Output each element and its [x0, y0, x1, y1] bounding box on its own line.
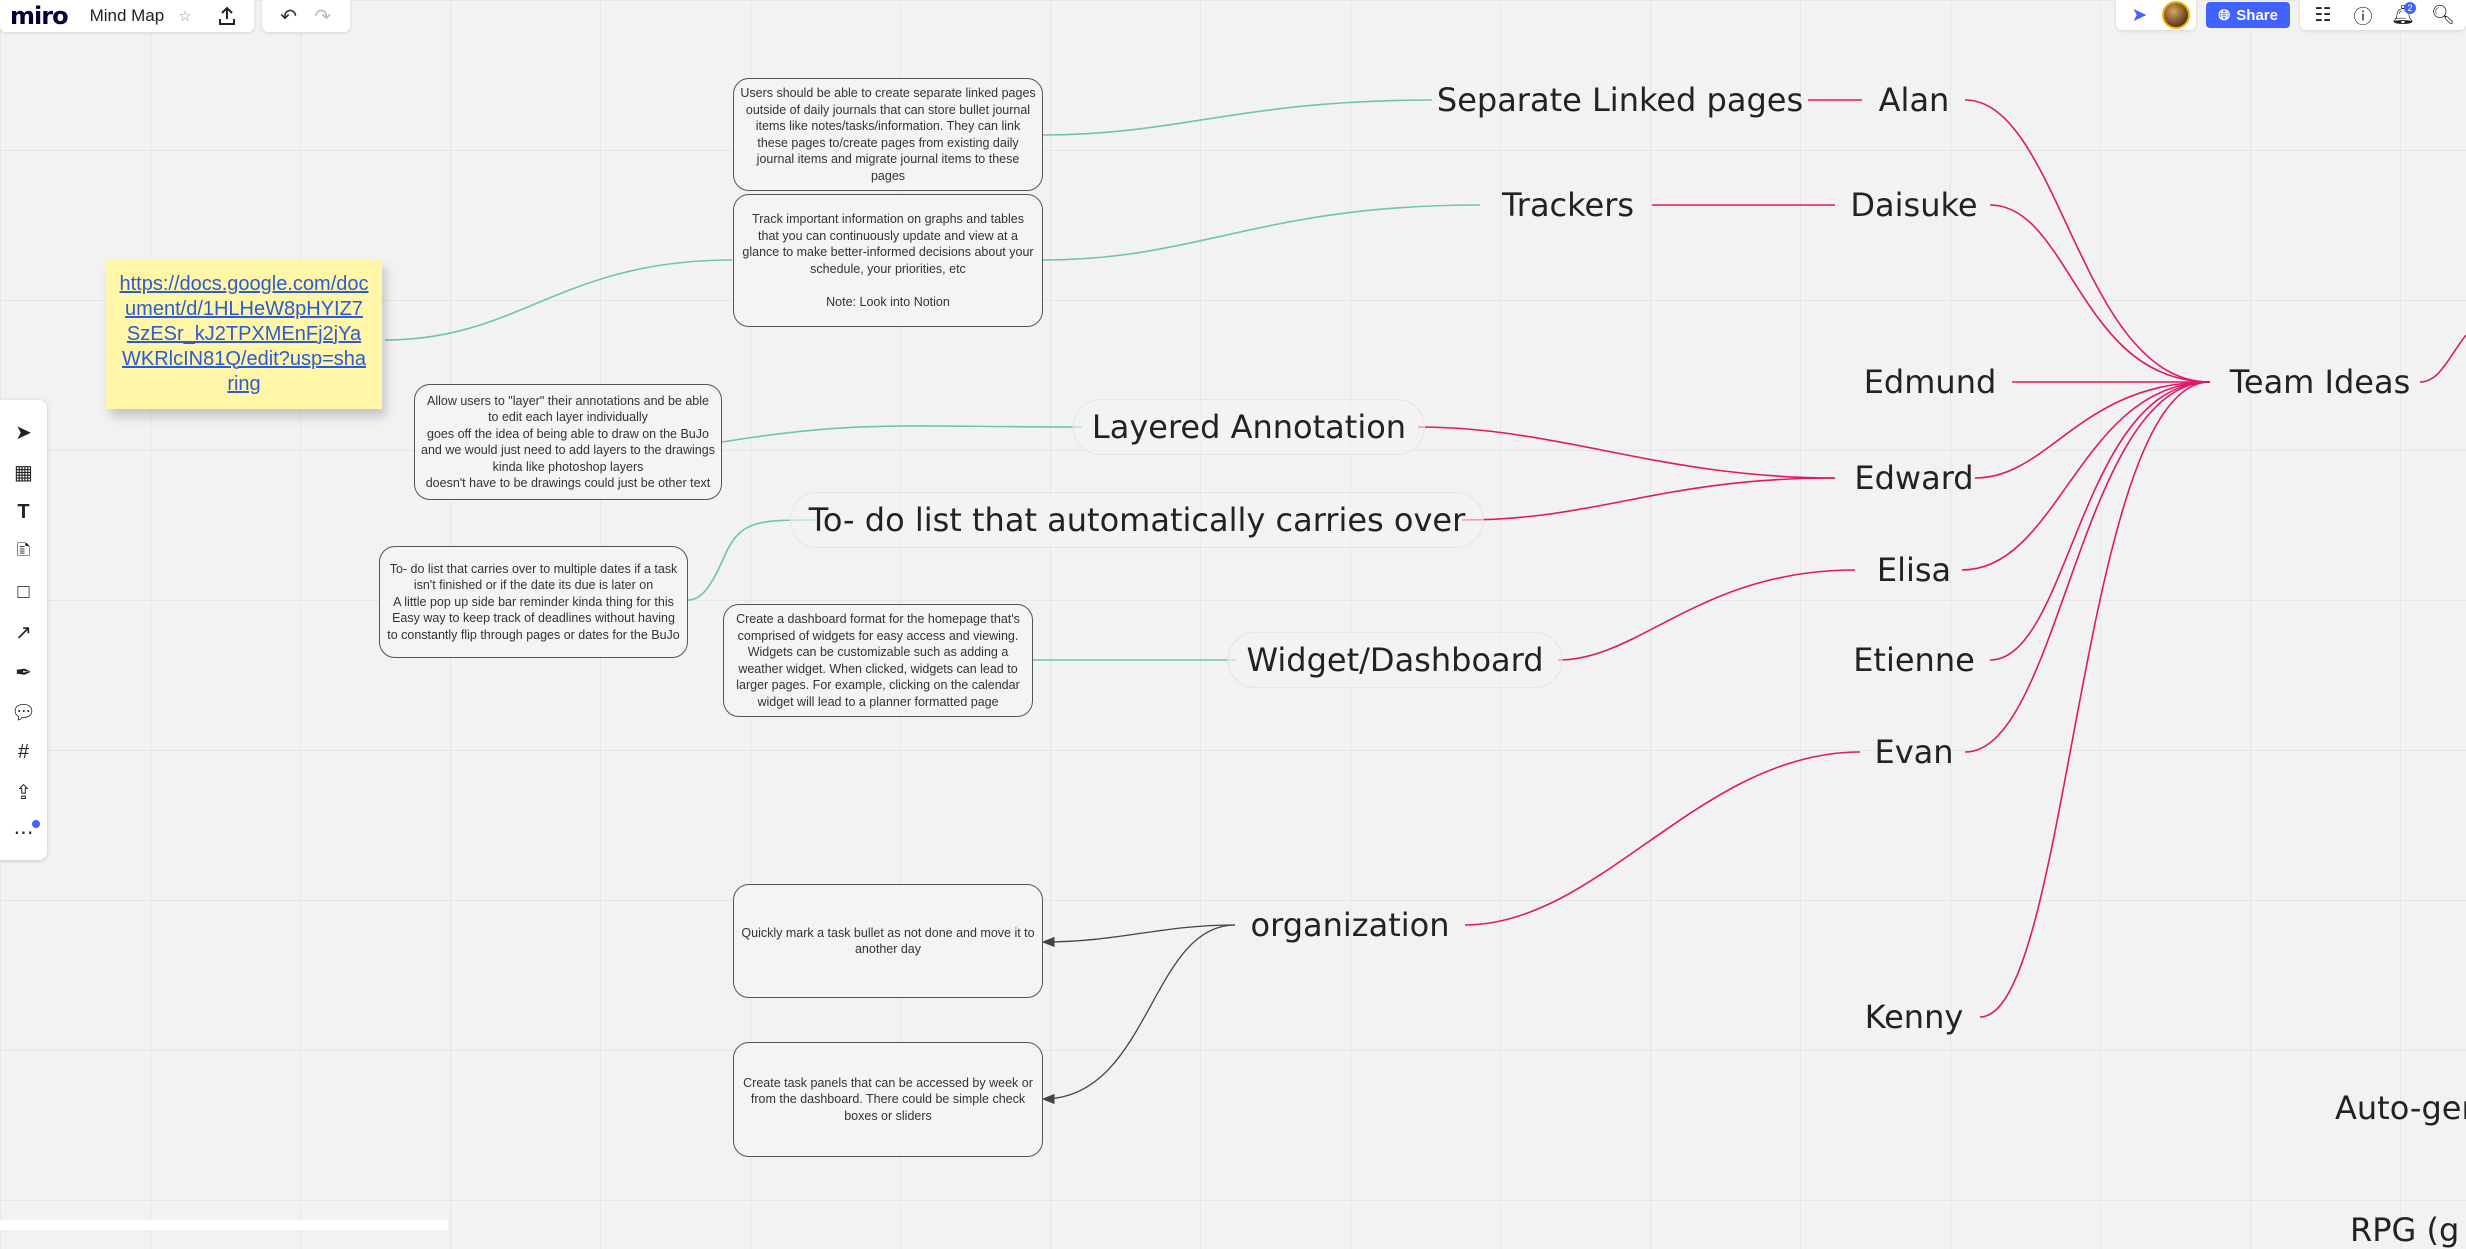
- card-layered-annotation[interactable]: Allow users to "layer" their annotations…: [414, 384, 722, 500]
- miro-logo[interactable]: miro: [10, 2, 69, 30]
- star-icon[interactable]: ☆: [178, 8, 192, 25]
- select-icon[interactable]: ➤: [15, 421, 32, 444]
- avatar[interactable]: [2162, 1, 2191, 29]
- branch-separate-card: [1042, 99, 1433, 136]
- notification-badge: 2: [2404, 2, 2416, 14]
- cursor-follow-icon[interactable]: ➤: [2131, 4, 2148, 26]
- node-layered-annotation[interactable]: Layered Annotation: [1072, 399, 1426, 455]
- node-rpg-clipped[interactable]: RPG (g: [2350, 1211, 2460, 1249]
- branch-layered-card: [721, 425, 1083, 443]
- card-separate-linked-pages[interactable]: Users should be able to create separate …: [733, 78, 1043, 191]
- left-toolbar: ➤ ▦ T 🗈︎ □ ↗ ✒︎ 💬︎ # ⇪ ⋯: [0, 400, 47, 860]
- node-person-daisuke[interactable]: Daisuke: [1850, 186, 1978, 224]
- shape-icon[interactable]: □: [17, 580, 30, 603]
- board-title[interactable]: Mind Map: [89, 6, 165, 25]
- card-widget-dashboard[interactable]: Create a dashboard format for the homepa…: [723, 604, 1033, 717]
- branch-trackers-sticky: [384, 259, 733, 341]
- upload-icon[interactable]: ⇪: [15, 781, 32, 804]
- branch-etienne: [1989, 381, 2211, 661]
- node-person-edmund[interactable]: Edmund: [1863, 363, 1997, 401]
- sticky-note[interactable]: https://docs.google.com/document/d/1HLHe…: [106, 259, 382, 409]
- pen-icon[interactable]: ✒︎: [15, 661, 32, 684]
- node-person-edward[interactable]: Edward: [1854, 459, 1974, 497]
- branch-edward-layered: [1417, 426, 1836, 479]
- branch-kenny: [1979, 381, 2211, 1018]
- history-controls: ↶ ↷: [261, 0, 350, 32]
- card-todo-list[interactable]: To- do list that carries over to multipl…: [379, 546, 688, 658]
- sticky-note-icon[interactable]: 🗈︎: [16, 539, 31, 561]
- node-person-elisa[interactable]: Elisa: [1876, 551, 1952, 589]
- arrow-organization-panels: [1041, 924, 1236, 1105]
- settings-group: ☷ ⓘ 🔔︎2 🔍︎: [2300, 0, 2466, 30]
- node-auto-generated-clipped[interactable]: Auto-ger: [2335, 1089, 2466, 1127]
- board-header: miro Mind Map ☆: [0, 0, 254, 32]
- redo-icon[interactable]: ↷: [314, 5, 332, 28]
- branch-elisa-widget: [1557, 569, 1856, 661]
- collaboration-group: ➤: [2116, 0, 2197, 30]
- branch-edward: [1974, 381, 2211, 479]
- card-trackers[interactable]: Track important information on graphs an…: [733, 194, 1043, 327]
- node-person-alan[interactable]: Alan: [1878, 81, 1950, 119]
- card-mark-task[interactable]: Quickly mark a task bullet as not done a…: [733, 884, 1043, 998]
- connector-icon[interactable]: ↗: [15, 621, 32, 644]
- new-feature-dot: [31, 820, 40, 828]
- branch-daisuke: [1989, 204, 2211, 383]
- branch-evan-organization: [1464, 751, 1861, 926]
- arrow-organization-mark: [1041, 924, 1236, 948]
- more-icon[interactable]: ⋯: [4, 812, 44, 852]
- node-root-team-ideas[interactable]: Team Ideas: [2229, 363, 2411, 401]
- bell-icon[interactable]: 🔔︎2: [2390, 2, 2416, 26]
- branch-trackers-card: [1042, 204, 1481, 261]
- templates-icon[interactable]: ▦: [14, 461, 33, 484]
- branch-elisa: [1961, 381, 2211, 571]
- comment-icon[interactable]: 💬︎: [10, 701, 37, 724]
- globe-icon: 🌐︎: [2218, 6, 2231, 24]
- branch-evan: [1964, 381, 2211, 753]
- branch-edward-todo: [1461, 477, 1836, 521]
- node-person-etienne[interactable]: Etienne: [1853, 641, 1975, 679]
- branch-alan: [1964, 99, 2211, 383]
- document-link[interactable]: https://docs.google.com/document/d/1HLHe…: [119, 272, 369, 395]
- card-task-panels[interactable]: Create task panels that can be accessed …: [733, 1042, 1043, 1157]
- branch-todo-card: [687, 519, 816, 601]
- settings-sliders-icon[interactable]: ☷: [2314, 4, 2332, 26]
- node-person-evan[interactable]: Evan: [1874, 733, 1954, 771]
- top-left-toolbar: miro Mind Map ☆ ↶ ↷: [0, 0, 350, 32]
- upload-icon[interactable]: [210, 0, 244, 32]
- node-widget-dashboard[interactable]: Widget/Dashboard: [1227, 632, 1563, 688]
- node-trackers[interactable]: Trackers: [1501, 186, 1635, 224]
- text-icon[interactable]: T: [17, 500, 30, 523]
- undo-icon[interactable]: ↶: [280, 5, 298, 28]
- share-button-label: Share: [2236, 6, 2278, 24]
- node-todo-list[interactable]: To- do list that automatically carries o…: [789, 492, 1485, 548]
- frame-icon[interactable]: #: [17, 740, 30, 763]
- node-organization[interactable]: organization: [1250, 906, 1450, 944]
- bottom-panel-edge: [0, 1220, 448, 1230]
- search-icon[interactable]: 🔍︎: [2430, 5, 2456, 26]
- node-person-kenny[interactable]: Kenny: [1864, 998, 1964, 1036]
- share-button[interactable]: 🌐︎ Share: [2206, 2, 2290, 28]
- top-right-toolbar: ➤ 🌐︎ Share ☷ ⓘ 🔔︎2 🔍︎: [2116, 0, 2466, 30]
- help-icon[interactable]: ⓘ: [2353, 6, 2373, 28]
- node-separate-linked-pages[interactable]: Separate Linked pages: [1436, 81, 1804, 119]
- branch-right-offscreen: [2419, 334, 2466, 383]
